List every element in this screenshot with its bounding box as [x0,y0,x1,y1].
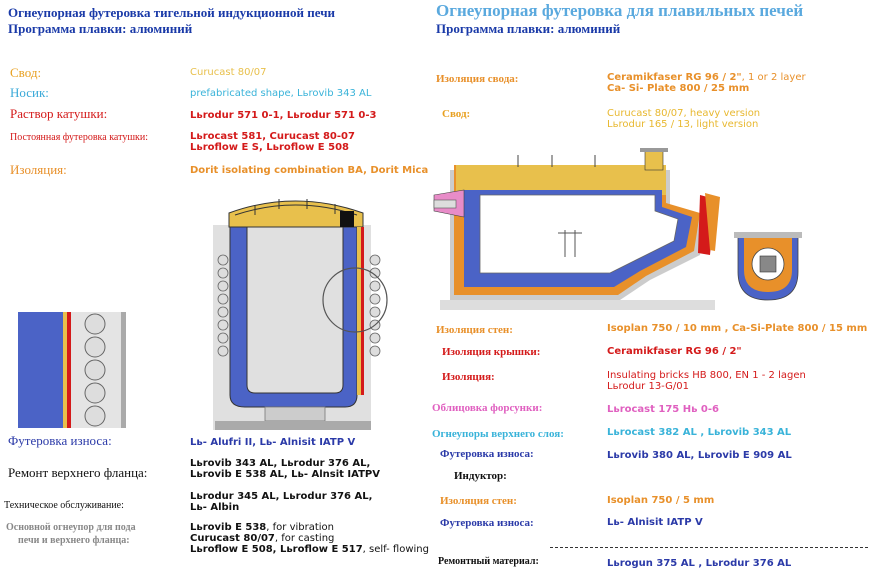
right-subtitle: Программа плавки: алюминий [436,21,621,36]
service-label: Техническое обслуживание: [4,500,124,511]
coil-mortar-value: Lьrodur 571 0-1, Lьrodur 571 0-3 [190,110,377,121]
flange-value-2: Lьrovib E 538 AL, Lь- Alnsit IATPV [190,469,380,480]
repair-value: Lьrogun 375 AL , Lьrodur 376 AL [607,558,792,569]
inductor-wear-label: Футеровка износа: [440,517,534,529]
right-roof-label: Свод: [442,108,471,120]
inductor-wear-value: Lь- Alnisit IATP V [607,517,703,528]
coil-lining-label: Постоянная футеровка катушки: [10,132,149,143]
roof-value: Curucast 80/07 [190,67,267,78]
insulation-value: Dorit isolating combination BA, Dorit Mi… [190,165,429,176]
roof-label: Свод: [10,65,42,80]
crucible-detail-section [18,312,126,428]
base-value-1: Lьrovib E 538, for vibration [190,522,335,533]
spout-label: Носик: [10,85,49,100]
right-insulation-value-1: Insulating bricks HB 800, EN 1 - 2 lagen [607,370,806,381]
lid-insulation-value: Ceramikfaser RG 96 / 2" [607,346,742,357]
inductor-wall-label: Изоляция стен: [440,495,517,507]
base-label-2: печи и верхнего фланца: [18,535,130,546]
right-insulation-label: Изоляция: [442,371,495,383]
base-label-1: Основной огнеупор для пода [6,522,136,533]
inductor-section-diagram [734,232,802,301]
coil-lining-value-2: Lьroflow E S, Lьroflow E 508 [190,142,349,153]
inductor-wall-value: Isoplan 750 / 5 mm [607,495,715,506]
right-wear-value: Lьrovib 380 AL, Lьrovib E 909 AL [607,450,792,461]
roof-insulation-value-2: Ca- Si- Plate 800 / 25 mm [607,83,750,94]
right-roof-value-2: Lьrodur 165 / 13, light version [607,119,759,130]
left-subtitle: Программа плавки: алюминий [8,21,193,36]
coil-lining-value-1: Lьrocast 581, Curucast 80-07 [190,131,355,142]
divider-line [550,547,868,548]
spout-value: prefabricated shape, Lьrovib 343 AL [190,88,372,99]
right-roof-value-1: Curucast 80/07, heavy version [607,108,761,119]
burner-lining-value: Lьrocast 175 Hь 0-6 [607,404,719,415]
wear-label: Футеровка износа: [8,433,112,448]
coil-mortar-label: Раствор катушки: [10,106,108,121]
flange-value-1: Lьrovib 343 AL, Lьrodur 376 AL, [190,458,371,469]
base-value-2: Curucast 80/07, for casting [190,533,335,544]
wall-insulation-label: Изоляция стен: [436,324,513,336]
insulation-label: Изоляция: [10,162,67,177]
repair-label: Ремонтный материал: [438,556,539,567]
left-title: Огнеупорная футеровка тигельной индукцио… [8,5,336,20]
melting-furnace-diagram [433,148,720,310]
wear-value: Lь- Alufri II, Lь- Alnisit IATP V [190,437,356,448]
flange-label: Ремонт верхнего фланца: [8,465,148,480]
right-title: Огнеупорная футеровка для плавильных печ… [436,1,804,20]
roof-insulation-label: Изоляция свода: [436,73,519,85]
top-layer-label: Огнеупоры верхнего слоя: [432,428,564,440]
right-insulation-value-2: Lьrodur 13-G/01 [607,381,689,392]
induction-furnace-diagram [213,199,388,430]
right-wear-label: Футеровка износа: [440,448,534,460]
burner-lining-label: Облицовка форсунки: [432,402,543,414]
inductor-label: Индуктор: [454,470,507,482]
wall-insulation-value: Isoplan 750 / 10 mm , Ca-Si-Plate 800 / … [607,323,868,334]
roof-insulation-value-1: Ceramikfaser RG 96 / 2", 1 or 2 layer [607,72,806,83]
top-layer-value: Lьrocast 382 AL , Lьrovib 343 AL [607,427,792,438]
lid-insulation-label: Изоляция крышки: [442,346,541,358]
service-value-2: Lь- Albin [190,502,240,513]
service-value-1: Lьrodur 345 AL, Lьrodur 376 AL, [190,491,373,502]
base-value-3: Lьroflow E 508, Lьroflow E 517, self- fl… [190,544,429,555]
